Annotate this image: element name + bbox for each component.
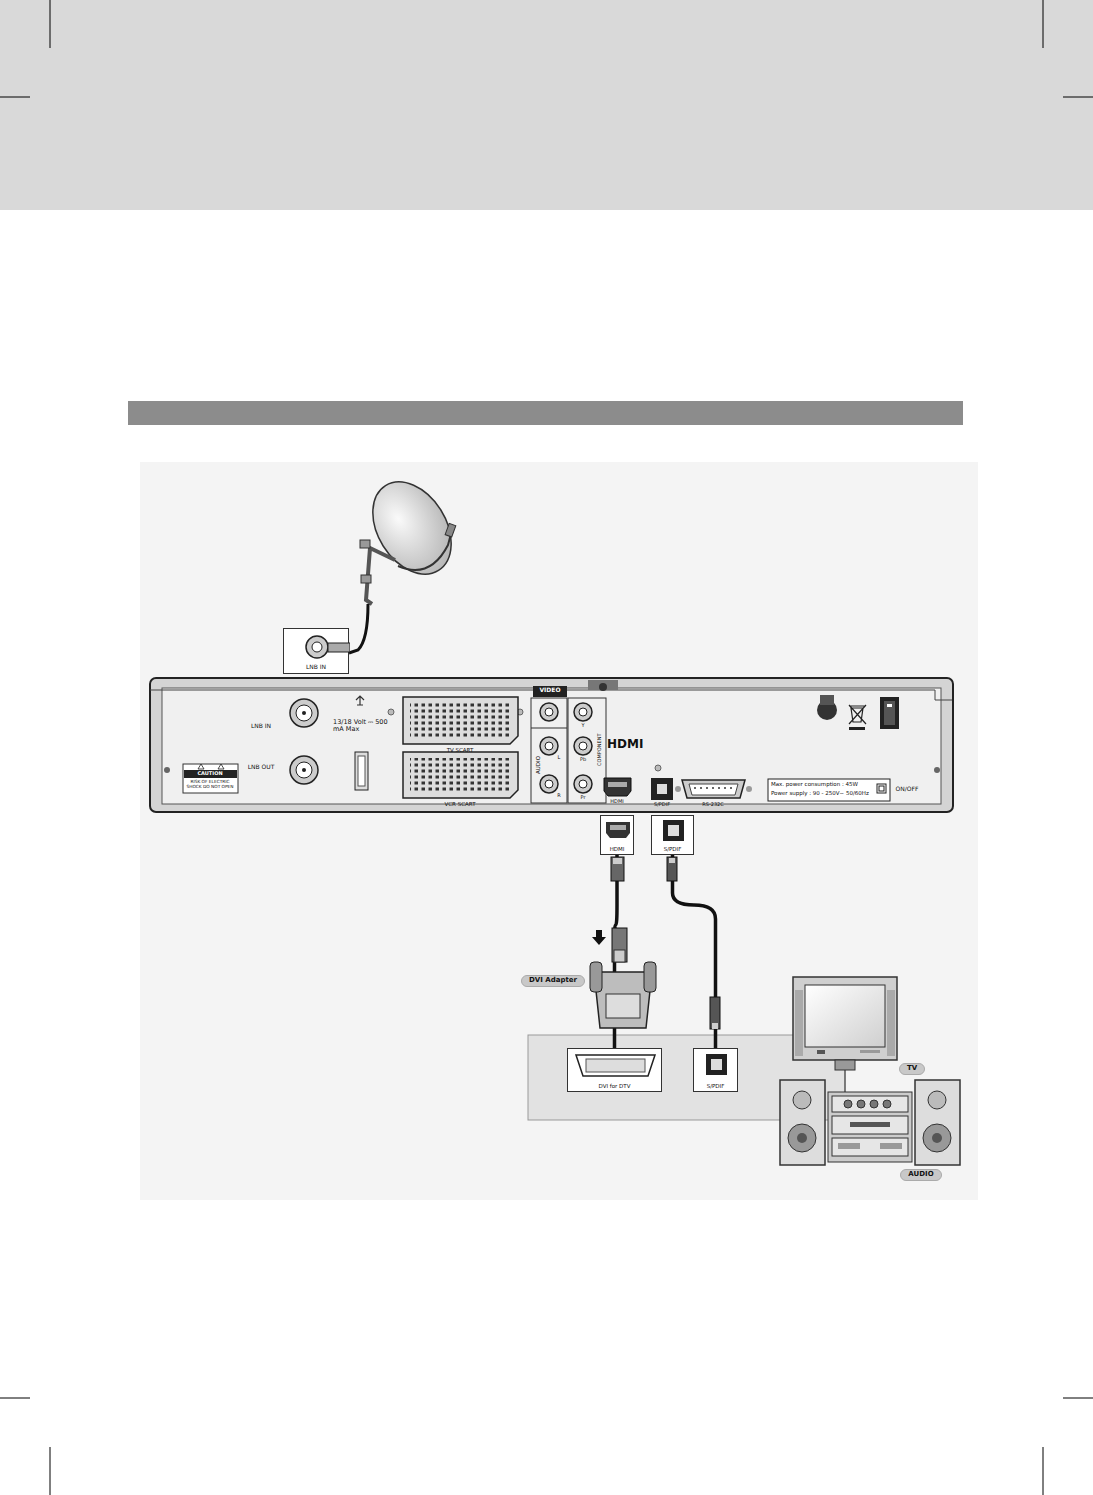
panel-label: 13/18 Volt ⎓ 500 mA Max [333,719,391,733]
port-label: LNB IN [303,664,329,673]
panel-label: HDMI [607,738,643,751]
callout-tag: TV [899,1063,925,1075]
panel-label: RS-232C [702,802,724,808]
panel-label: AUDIO [535,756,541,774]
panel-label: TV SCART [447,747,474,753]
panel-label: Pr [581,795,586,801]
port-label: DVI for DTV [596,1083,634,1091]
panel-label: S/PDIF [654,802,670,808]
connector-box: LNB IN [283,628,349,674]
connector-box: S/PDIF [693,1048,738,1092]
panel-label: LNB OUT [248,764,275,771]
panel-label: ON/OFF [896,786,919,793]
connector-box: HDMI [600,815,634,855]
callout-tag: DVI Adapter [521,975,585,987]
panel-label: Y [581,723,584,729]
panel-label: LNB IN [251,723,271,730]
panel-label: R [557,793,560,799]
connector-box: DVI for DTV [567,1048,662,1092]
panel-label: RISK OF ELECTRIC SHOCK DO NOT OPEN [184,780,236,789]
panel-label: L [558,755,561,761]
cable [673,855,716,1048]
panel-label: Pb [580,757,586,763]
connector-box: S/PDIF [651,815,694,855]
port-label: S/PDIF [704,1083,728,1091]
panel-label: Max. power consumption : 45W [771,781,858,787]
panel-label: COMPONENT [597,734,603,766]
panel-label: CAUTION [197,771,222,777]
panel-label: Power supply : 90 - 250V~ 50/60Hz [771,790,869,796]
panel-label: HDMI [610,799,623,805]
port-label: HDMI [607,846,628,854]
panel-label: VIDEO [539,687,560,694]
panel-label: VCR SCART [444,801,475,807]
callout-tag: AUDIO [900,1169,941,1181]
port-label: S/PDIF [661,846,685,854]
